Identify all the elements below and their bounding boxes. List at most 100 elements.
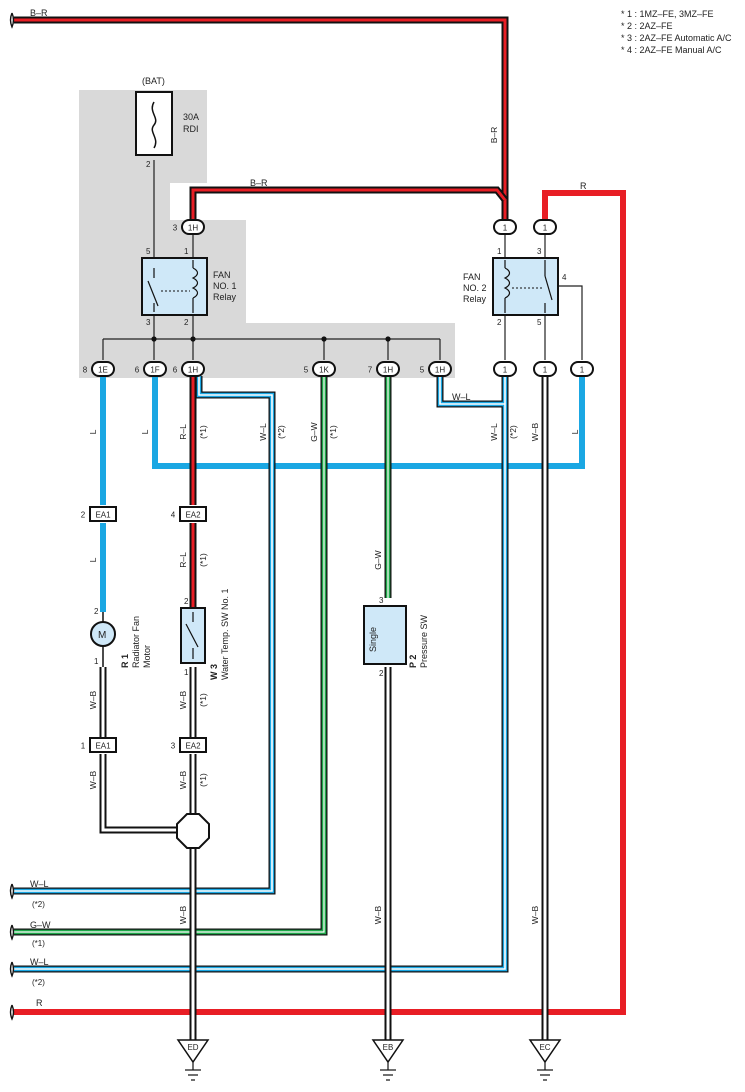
vlabel-15-group: R–L xyxy=(178,552,188,568)
water-sw-pin-top: 2 xyxy=(184,597,189,606)
mid-connector-8-id: 1 xyxy=(543,366,548,375)
vlabel-6-group: (*1) xyxy=(198,425,208,439)
edge-note-3: (*1) xyxy=(32,939,45,948)
edge-label-1: B–R xyxy=(30,8,48,18)
wire-label-16: (*1) xyxy=(198,553,208,567)
relay1-label-2: NO. 1 xyxy=(213,281,237,291)
mid-connector-9-body xyxy=(570,361,594,377)
water-sw-name: Water Temp. SW No. 1 xyxy=(220,588,230,680)
relay2-pin-1: 1 xyxy=(497,247,502,256)
top-connector-1-id: 1H xyxy=(188,224,198,233)
mid-connector-3-pin: 6 xyxy=(173,366,178,375)
wire-label-1: B–R xyxy=(489,127,499,144)
wire-label-18: W–B xyxy=(88,690,98,709)
mid-connector-1-body xyxy=(91,361,115,377)
wire-label-3: L xyxy=(140,429,150,434)
wire-w-b xyxy=(99,376,549,1040)
relay2-label-2: NO. 2 xyxy=(463,283,487,293)
ea-connector-4-id: EA2 xyxy=(185,742,201,751)
edge-note-2: (*2) xyxy=(32,900,45,909)
relay2-pin-4: 4 xyxy=(562,273,567,282)
ea-connector-2-body xyxy=(179,506,207,522)
note-1: * 1 : 1MZ–FE, 3MZ–FE xyxy=(621,9,714,19)
water-sw-pin-bottom: 1 xyxy=(184,668,189,677)
motor-symbol: M xyxy=(98,630,106,641)
mid-connector-8: 1 xyxy=(533,361,557,377)
mid-connector-6: 1H5 xyxy=(420,361,452,377)
wire-label-20: (*1) xyxy=(198,693,208,707)
mid-connector-4-body xyxy=(312,361,336,377)
relay2-pin-5: 5 xyxy=(537,318,542,327)
top-connector-1-pin: 3 xyxy=(173,224,178,233)
fuse-top-label: (BAT) xyxy=(142,76,165,86)
wire-l xyxy=(100,376,585,612)
mid-connector-1-id: 1E xyxy=(98,366,108,375)
vlabel-8-group: (*2) xyxy=(276,425,286,439)
edge-label-3: G–W xyxy=(30,920,51,930)
mid-connector-1: 1E 8 xyxy=(83,361,115,377)
wire-label-13: W–B xyxy=(530,422,540,441)
mid-connector-2: 1F6 xyxy=(135,361,167,377)
ea-connector-1-id: EA1 xyxy=(95,511,111,520)
edge-label-4: W–L xyxy=(30,957,49,967)
relay2-label-3: Relay xyxy=(463,294,487,304)
relay1-pin-5: 5 xyxy=(146,247,151,256)
note-3: * 3 : 2AZ–FE Automatic A/C xyxy=(621,33,732,43)
mid-connector-5-id: 1H xyxy=(383,366,393,375)
mid-connector-1-pin: 8 xyxy=(83,366,88,375)
mid-connector-6-body xyxy=(428,361,452,377)
wire-w-l-1 xyxy=(14,376,276,895)
water-temp-switch xyxy=(180,607,206,664)
relay-fan-no2 xyxy=(492,257,559,316)
fuse-pin: 2 xyxy=(146,160,151,169)
vlabel-20-group: (*1) xyxy=(198,693,208,707)
motor-pin-bottom: 1 xyxy=(94,657,99,666)
pressure-sw-code: P 2 xyxy=(408,655,418,668)
wire-label-25: W–B xyxy=(373,905,383,924)
motor-code: R 1 xyxy=(120,654,130,668)
relay1-label-3: Relay xyxy=(213,292,237,302)
vlabel-2-group: L xyxy=(88,429,98,434)
wire-label-r-top: R xyxy=(580,181,587,191)
vlabel-12-group: (*2) xyxy=(508,425,518,439)
ground-1-label: ED xyxy=(187,1043,198,1052)
mid-connector-8-body xyxy=(533,361,557,377)
mid-connector-3: 1H6 xyxy=(173,361,205,377)
wire-w-l-2 xyxy=(14,376,509,973)
wire-g-w xyxy=(14,376,392,936)
relay2-label-1: FAN xyxy=(463,272,481,282)
top-connector-1-body xyxy=(181,219,205,235)
wire-label-21: W–B xyxy=(88,770,98,789)
ea-connector-3-pin: 1 xyxy=(81,742,86,751)
ea-connector-3: EA1 1 xyxy=(81,737,117,753)
pressure-sw-inner: Single xyxy=(368,627,378,652)
vlabel-24-group: W–B xyxy=(178,905,188,924)
relay1-pin-1: 1 xyxy=(184,247,189,256)
fuse-name: RDI xyxy=(183,124,199,134)
wire-label-8: (*2) xyxy=(276,425,286,439)
vlabel-14-group: L xyxy=(88,557,98,562)
mid-connector-2-body xyxy=(143,361,167,377)
ea-connector-3-id: EA1 xyxy=(95,742,111,751)
pressure-switch xyxy=(363,605,407,665)
mid-connector-5-pin: 7 xyxy=(368,366,373,375)
mid-connector-6-id: 1H xyxy=(435,366,445,375)
wire-label-15: R–L xyxy=(178,552,188,568)
mid-connector-7-id: 1 xyxy=(503,366,508,375)
vlabel-3-group: L xyxy=(140,429,150,434)
water-sw-code: W 3 xyxy=(209,664,219,680)
relay1-pin-3: 3 xyxy=(146,318,151,327)
ground-3: EC xyxy=(528,1039,562,1081)
wire-label-6: (*1) xyxy=(198,425,208,439)
wire-label-26: W–B xyxy=(530,905,540,924)
top-connector-1: 1H 3 xyxy=(173,219,205,235)
mid-connector-4: 1K5 xyxy=(304,361,336,377)
splice-dots xyxy=(151,336,391,342)
vlabel-17-group: G–W xyxy=(373,550,383,569)
vlabel-21-group: W–B xyxy=(88,770,98,789)
